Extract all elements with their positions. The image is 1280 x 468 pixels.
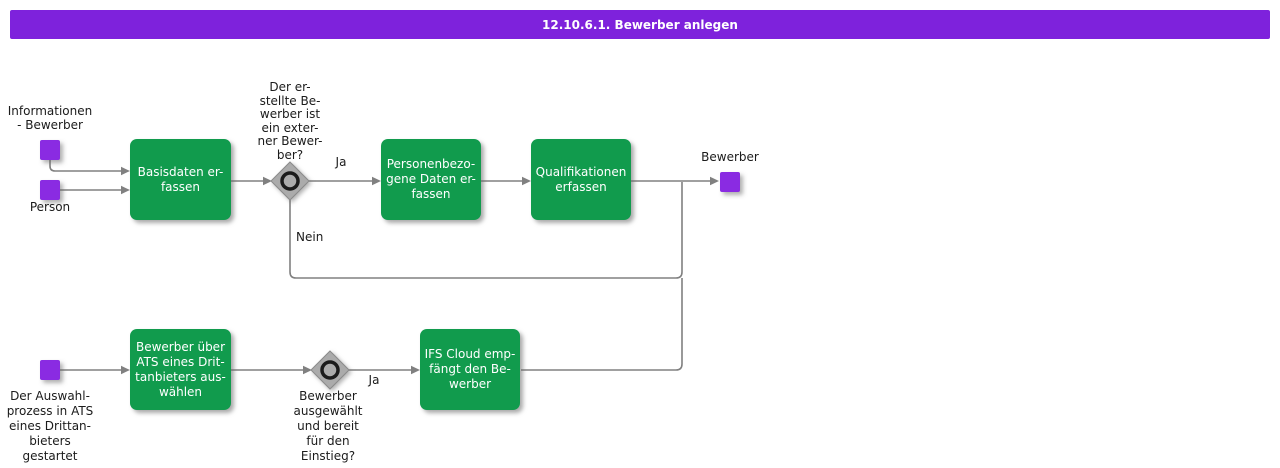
gateway-einstieg: [308, 348, 352, 392]
task-label: Personenbezo- gene Daten er- fassen: [386, 157, 476, 201]
gateway-circle-icon: [320, 360, 340, 380]
arrowhead-into-bewerber-end: [710, 176, 719, 186]
arrowhead-into-gateway2: [303, 365, 312, 375]
edge-gateway1-nein-merge: [289, 182, 683, 279]
edge-label-ja-top: Ja: [335, 155, 347, 169]
arrowhead-into-ifs-cloud: [411, 365, 420, 375]
task-bewerber-ueber-ats-auswaehlen[interactable]: Bewerber über ATS eines Drit- tanbieters…: [130, 329, 231, 410]
task-basisdaten-erfassen[interactable]: Basisdaten er- fassen: [130, 139, 231, 220]
arrowhead-into-qualifikationen: [522, 176, 531, 186]
arrowhead-into-basisdaten-bottom: [121, 185, 130, 195]
edge-label-nein: Nein: [296, 230, 324, 244]
diagram-title-bar: 12.10.6.1. Bewerber anlegen: [10, 10, 1270, 39]
task-label: IFS Cloud emp- fängt den Be- werber: [424, 347, 516, 391]
gateway-question-externer-bewerber: Der er- stellte Be- werber ist ein exter…: [257, 80, 323, 162]
start-event-informationen-bewerber[interactable]: [40, 140, 60, 160]
gateway-circle-icon: [280, 171, 300, 191]
arrowhead-into-basisdaten-top: [121, 166, 130, 176]
start-event-person[interactable]: [40, 180, 60, 200]
diamond-shape: [310, 350, 350, 390]
gateway-diamond-icon: [270, 161, 310, 201]
edge-informationen-to-basisdaten: [49, 160, 121, 172]
start-event-ats-auswahlprozess[interactable]: [40, 360, 60, 380]
task-label: Basisdaten er- fassen: [137, 164, 224, 194]
gateway-diamond-icon: [310, 350, 350, 390]
arrowhead-into-gateway1: [263, 176, 272, 186]
arrowhead-into-ats-auswahl: [121, 365, 130, 375]
task-qualifikationen-erfassen[interactable]: Qualifikationen erfassen: [531, 139, 631, 220]
end-event-bewerber[interactable]: [720, 172, 740, 192]
event-label-ats-auswahlprozess: Der Auswahl- prozess in ATS eines Dritta…: [6, 389, 94, 463]
event-label-informationen-bewerber: Informationen - Bewerber: [7, 104, 93, 132]
event-label-person: Person: [29, 200, 71, 214]
edge-label-ja-bottom: Ja: [368, 373, 380, 387]
arrowhead-into-personenbezogen: [372, 176, 381, 186]
diamond-shape: [270, 161, 310, 201]
edge-ifs-cloud-merge: [521, 278, 683, 371]
diagram-title: 12.10.6.1. Bewerber anlegen: [542, 17, 738, 32]
task-personenbezogene-daten-erfassen[interactable]: Personenbezo- gene Daten er- fassen: [381, 139, 481, 220]
gateway-externer-bewerber: [268, 159, 312, 203]
gateway-question-einstieg: Bewerber ausgewählt und bereit für den E…: [293, 389, 363, 463]
event-label-bewerber-end: Bewerber: [701, 150, 759, 164]
task-ifs-cloud-empfaengt-bewerber[interactable]: IFS Cloud emp- fängt den Be- werber: [420, 329, 520, 410]
task-label: Qualifikationen erfassen: [535, 164, 627, 194]
task-label: Bewerber über ATS eines Drit- tanbieters…: [135, 339, 226, 399]
